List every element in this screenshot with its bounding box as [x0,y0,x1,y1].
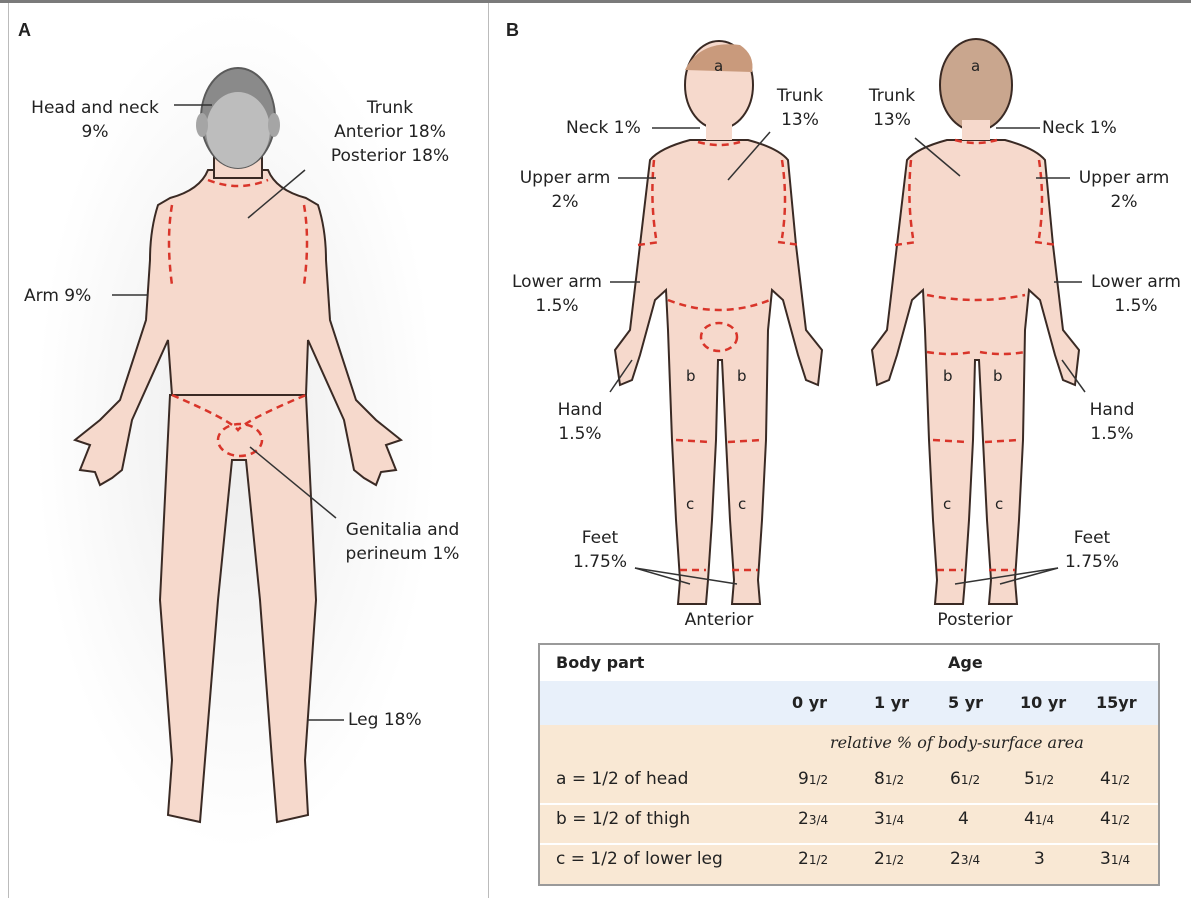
child-anterior-figure [615,140,822,604]
letter-c-posterior-right: c [995,492,1003,516]
table-row: a = 1/2 of head 91/2 81/2 61/2 51/2 41/2 [540,763,1158,805]
cell-3: 3 [1034,849,1045,869]
label-neck-right: Neck 1% [1042,116,1117,140]
letter-c-anterior-left: c [686,492,694,516]
header-body-part: Body part [556,653,644,672]
table-subheader: relative % of body-surface area [830,733,1084,752]
table-header-row: Body part Age [540,645,1158,681]
child-posterior-body [872,140,1079,604]
letter-c-posterior-left: c [943,492,951,516]
caption-anterior: Anterior [664,608,774,632]
letter-b-posterior-right: b [993,364,1003,388]
cell-4: 31/4 [1100,849,1130,869]
label-arm: Arm 9% [24,284,91,308]
cell-0: 21/2 [798,849,828,869]
label-leg: Leg 18% [348,708,422,732]
age-0: 0 yr [792,693,827,712]
cell-3: 41/4 [1024,809,1054,829]
row-label: c = 1/2 of lower leg [556,849,723,869]
row-label: a = 1/2 of head [556,769,688,789]
table-row: c = 1/2 of lower leg 21/2 21/2 23/4 3 31… [540,845,1158,883]
age-15: 15yr [1096,693,1137,712]
cell-3: 51/2 [1024,769,1054,789]
age-table: Body part Age 0 yr 1 yr 5 yr 10 yr 15yr … [538,643,1160,886]
letter-c-anterior-right: c [738,492,746,516]
caption-posterior: Posterior [920,608,1030,632]
letter-b-anterior-right: b [737,364,747,388]
cell-0: 91/2 [798,769,828,789]
table-age-row: 0 yr 1 yr 5 yr 10 yr 15yr [540,681,1158,725]
table-body: relative % of body-surface area a = 1/2 … [540,725,1158,884]
cell-1: 81/2 [874,769,904,789]
cell-4: 41/2 [1100,769,1130,789]
cell-2: 61/2 [950,769,980,789]
cell-2: 4 [958,809,969,829]
header-age: Age [948,653,983,672]
child-anterior-body [615,140,822,604]
cell-1: 31/4 [874,809,904,829]
letter-a-anterior: a [714,54,723,78]
label-neck-left: Neck 1% [566,116,641,140]
letter-b-posterior-left: b [943,364,953,388]
cell-0: 23/4 [798,809,828,829]
letter-b-anterior-left: b [686,364,696,388]
cell-2: 23/4 [950,849,980,869]
letter-a-posterior: a [971,54,980,78]
row-label: b = 1/2 of thigh [556,809,690,829]
cell-4: 41/2 [1100,809,1130,829]
cell-1: 21/2 [874,849,904,869]
age-1: 1 yr [874,693,909,712]
child-posterior-figure [872,140,1079,604]
age-5: 5 yr [948,693,983,712]
age-10: 10 yr [1020,693,1066,712]
table-row: b = 1/2 of thigh 23/4 31/4 4 41/4 41/2 [540,805,1158,845]
